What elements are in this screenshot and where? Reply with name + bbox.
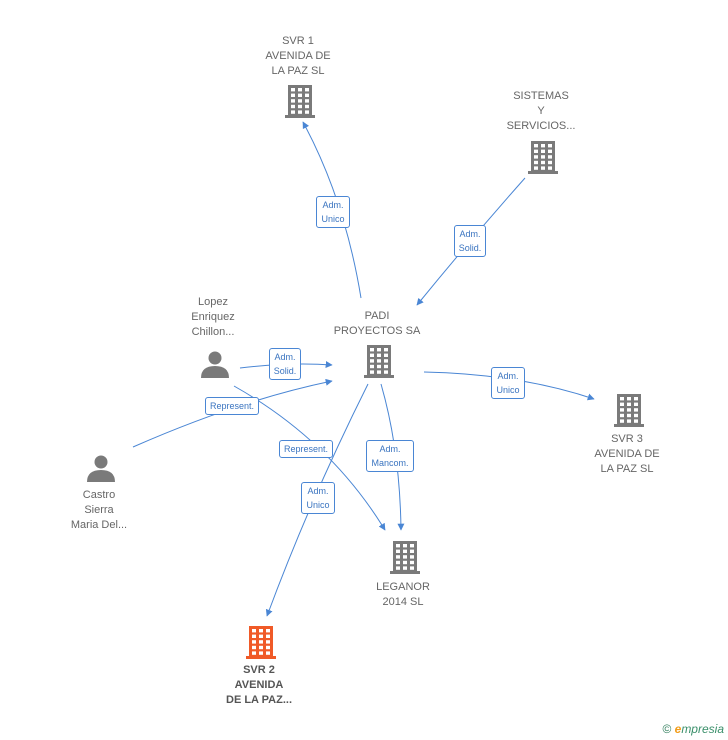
node-label-line: LA PAZ SL xyxy=(271,65,325,77)
edge-label-line: Adm. xyxy=(379,444,401,454)
node-label-leganor[interactable]: LEGANOR 2014 SL xyxy=(353,580,453,610)
svr2-building-icon[interactable] xyxy=(246,626,276,659)
edge-label-padi-svr1[interactable]: Adm. Unico xyxy=(316,196,350,228)
node-label-line: LA PAZ SL xyxy=(600,463,654,475)
svr3-building-icon[interactable] xyxy=(614,394,644,427)
node-label-line: PROYECTOS SA xyxy=(333,325,421,337)
node-label-line: 2014 SL xyxy=(382,596,424,608)
node-label-svr1[interactable]: SVR 1 AVENIDA DE LA PAZ SL xyxy=(248,34,348,79)
node-label-line: Castro xyxy=(82,489,116,501)
node-label-line: SVR 3 xyxy=(611,433,643,445)
edge-label-line: Adm. xyxy=(497,371,519,381)
node-label-line: Sierra xyxy=(84,504,114,516)
node-label-line: LEGANOR xyxy=(376,581,430,593)
copyright-symbol: © xyxy=(662,722,672,736)
edge-label-lopez-padi[interactable]: Adm. Solid. xyxy=(268,348,302,380)
castro-person-icon[interactable] xyxy=(87,455,115,483)
node-label-line: Enriquez xyxy=(191,311,235,323)
edge-label-line: Adm. xyxy=(459,229,481,239)
leganor-building-icon[interactable] xyxy=(390,541,420,574)
edge-label-line: Unico xyxy=(496,385,520,395)
node-label-line: Y xyxy=(537,105,545,117)
node-label-line: DE LA PAZ... xyxy=(226,694,292,706)
edge-label-castro-padi[interactable]: Represent. xyxy=(204,397,260,415)
edge-label-padi-leganor[interactable]: Adm. Mancom. xyxy=(366,440,414,472)
edge-label-line: Solid. xyxy=(273,366,297,376)
edge-label-line: Unico xyxy=(321,214,345,224)
node-label-svr3[interactable]: SVR 3 AVENIDA DE LA PAZ SL xyxy=(577,432,677,477)
brand-initial: e xyxy=(674,722,682,736)
svr1-building-icon[interactable] xyxy=(285,85,315,118)
edge-label-padi-svr2[interactable]: Adm. Unico xyxy=(301,482,335,514)
node-label-line: AVENIDA DE xyxy=(594,448,660,460)
node-label-line: Chillon... xyxy=(191,326,235,338)
node-label-line: SERVICIOS... xyxy=(506,120,576,132)
edge-label-line: Represent. xyxy=(283,444,329,454)
lopez-person-icon[interactable] xyxy=(201,351,229,379)
sistemas-building-icon[interactable] xyxy=(528,141,558,174)
node-label-sistemas[interactable]: SISTEMAS Y SERVICIOS... xyxy=(491,89,591,134)
footer-brand: © empresia xyxy=(662,722,724,736)
node-label-line: Maria Del... xyxy=(70,519,128,531)
edge-label-line: Represent. xyxy=(209,401,255,411)
node-label-line: SVR 1 xyxy=(282,35,314,47)
padi-building-icon[interactable] xyxy=(364,345,394,378)
edge-label-padi-svr3[interactable]: Adm. Unico xyxy=(491,367,525,399)
edge-label-line: Mancom. xyxy=(371,458,409,468)
edge-label-line: Adm. xyxy=(307,486,329,496)
edge-label-line: Solid. xyxy=(458,243,482,253)
node-label-line: AVENIDA DE xyxy=(265,50,331,62)
node-label-line: Lopez xyxy=(198,296,228,308)
edge-label-lopez-leganor[interactable]: Represent. xyxy=(278,440,334,458)
node-label-line: SISTEMAS xyxy=(513,90,569,102)
edge-label-line: Adm. xyxy=(322,200,344,210)
node-label-line: PADI xyxy=(364,310,390,322)
edge-label-line: Unico xyxy=(306,500,330,510)
node-label-line: SVR 2 xyxy=(243,664,275,676)
edge-label-line: Adm. xyxy=(274,352,296,362)
node-label-line: AVENIDA xyxy=(234,679,284,691)
edge-label-sistemas-padi[interactable]: Adm. Solid. xyxy=(453,225,487,257)
node-label-padi[interactable]: PADI PROYECTOS SA xyxy=(322,309,432,339)
brand-name: mpresia xyxy=(681,722,724,736)
node-label-svr2[interactable]: SVR 2 AVENIDA DE LA PAZ... xyxy=(209,663,309,708)
